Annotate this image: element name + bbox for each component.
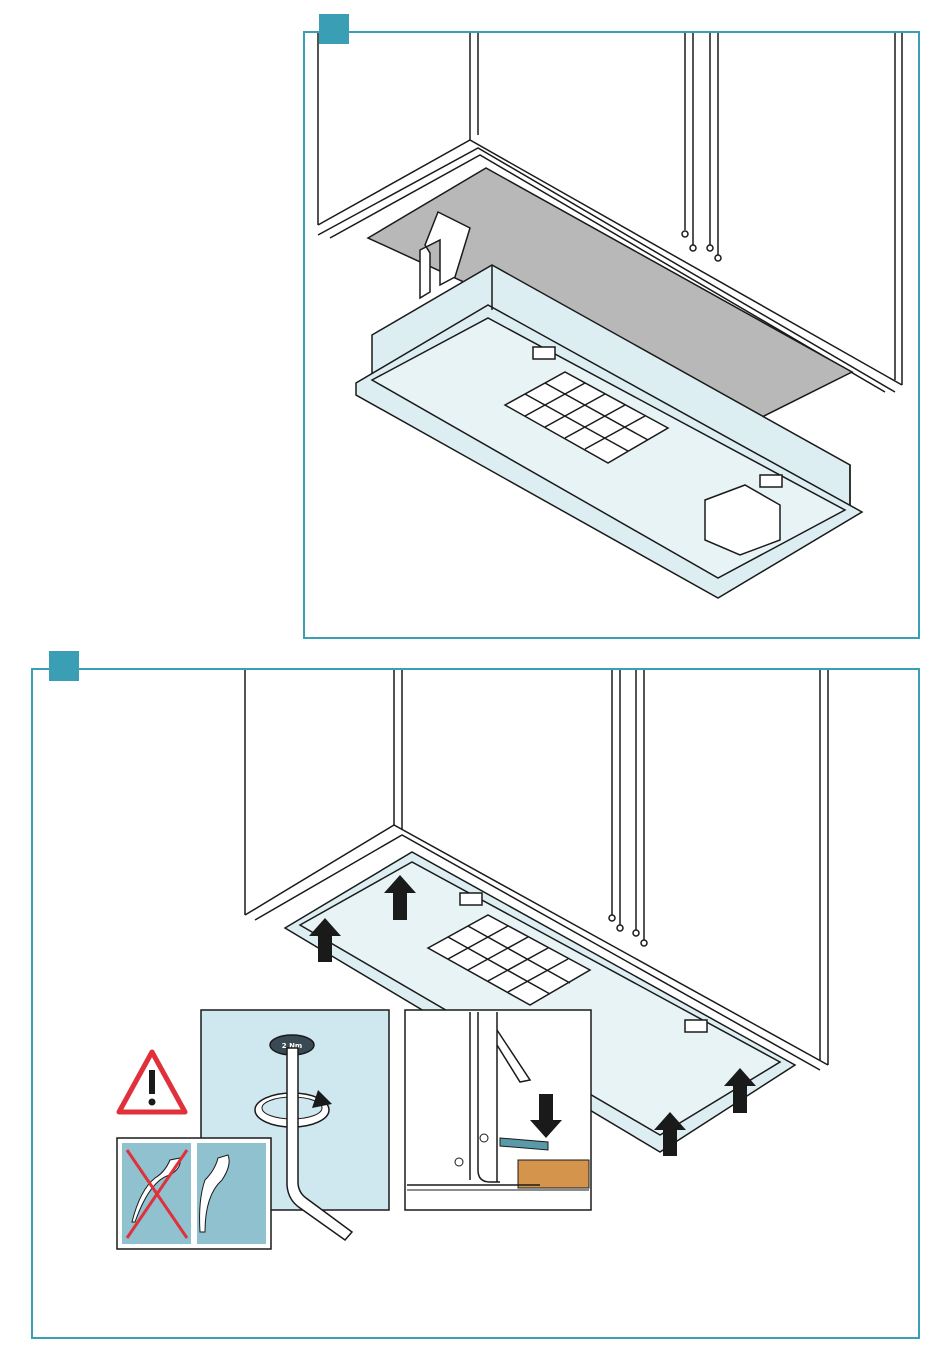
clamp-inset bbox=[405, 1010, 591, 1210]
warning-triangle-icon bbox=[119, 1052, 185, 1112]
no-force-icon bbox=[117, 1138, 271, 1249]
